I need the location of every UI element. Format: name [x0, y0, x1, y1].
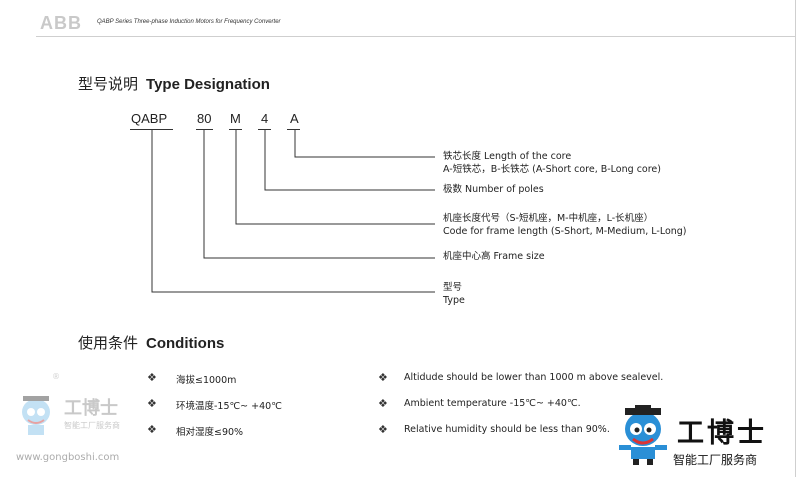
leader-line-frame-length — [235, 130, 435, 225]
condition-humidity-en: Relative humidity should be less than 90… — [404, 424, 610, 435]
registered-mark: ® — [52, 372, 60, 381]
watermark-slogan: 智能工厂服务商 — [673, 453, 758, 467]
type-designation-title-cn: 型号说明 — [78, 75, 139, 93]
label-type-line1: 型号 — [443, 282, 463, 293]
label-core-length-line2: A-短铁芯，B-长铁芯 (A-Short core, B-Long core) — [443, 164, 661, 175]
conditions-heading: 使用条件 Conditions — [78, 332, 224, 353]
type-designation-heading: 型号说明 Type Designation — [78, 73, 270, 94]
watermark-brand-small: 工博士 — [64, 398, 118, 419]
header-divider — [36, 36, 796, 37]
label-core-length-line1: 铁芯长度 Length of the core — [443, 151, 572, 162]
conditions-title-en: Conditions — [146, 335, 225, 352]
watermark-large: 工博士 智能工厂服务商 — [615, 405, 764, 469]
bullet-diamond-icon: ❖ — [378, 423, 388, 436]
leader-line-frame-size — [203, 130, 435, 259]
condition-humidity-cn: 相对湿度≤90% — [176, 427, 244, 438]
watermark-slogan-small: 智能工厂服务商 — [64, 421, 120, 430]
bullet-diamond-icon: ❖ — [378, 397, 388, 410]
label-core-length: 铁芯长度 Length of the core A-短铁芯，B-长铁芯 (A-S… — [443, 150, 661, 176]
bullet-diamond-icon: ❖ — [147, 423, 157, 436]
code-underline — [287, 129, 300, 130]
label-frame-size-line1: 机座中心高 Frame size — [443, 251, 545, 262]
label-poles: 极数 Number of poles — [443, 183, 544, 196]
type-designation-title-en: Type Designation — [146, 76, 270, 93]
condition-altitude-cn: 海拔≤1000m — [176, 375, 237, 386]
svg-text:ABB: ABB — [40, 14, 82, 32]
mascot-icon — [619, 405, 667, 465]
bullet-diamond-icon: ❖ — [147, 397, 157, 410]
watermark-brand: 工博士 — [677, 418, 767, 449]
leader-line-poles — [264, 130, 435, 191]
bullet-diamond-icon: ❖ — [147, 371, 157, 384]
condition-temperature-cn: 环境温度-15℃~ +40℃ — [176, 401, 282, 412]
label-frame-length-line2: Code for frame length (S-Short, M-Medium… — [443, 226, 687, 237]
abb-logo: ABB — [40, 13, 92, 36]
label-frame-length-line1: 机座长度代号（S-短机座，M-中机座，L-长机座） — [443, 213, 654, 224]
label-type: 型号 Type — [443, 281, 465, 307]
code-core-length: A — [290, 111, 299, 126]
condition-altitude-en: Altidude should be lower than 1000 m abo… — [404, 372, 664, 383]
watermark-url: www.gongboshi.com — [16, 452, 120, 463]
leader-line-core — [294, 130, 435, 158]
code-frame-length: M — [230, 111, 241, 126]
code-underline — [229, 129, 242, 130]
label-frame-size: 机座中心高 Frame size — [443, 250, 545, 263]
code-poles: 4 — [261, 111, 269, 126]
header-title: QABP Series Three-phase Induction Motors… — [97, 19, 281, 25]
watermark-small: 工博士 智能工厂服务商 ® — [14, 372, 120, 442]
code-underline — [130, 129, 173, 130]
conditions-title-cn: 使用条件 — [78, 334, 139, 352]
label-poles-line1: 极数 Number of poles — [443, 184, 544, 195]
label-frame-length: 机座长度代号（S-短机座，M-中机座，L-长机座） Code for frame… — [443, 212, 687, 238]
code-underline — [196, 129, 213, 130]
bullet-diamond-icon: ❖ — [378, 371, 388, 384]
mascot-icon — [22, 396, 50, 435]
condition-temperature-en: Ambient temperature -15℃~ +40℃. — [404, 398, 581, 409]
code-underline — [258, 129, 271, 130]
code-frame-size: 80 — [197, 111, 212, 126]
leader-line-type — [151, 130, 435, 293]
label-type-line2: Type — [443, 295, 465, 306]
code-qabp: QABP — [131, 111, 168, 126]
